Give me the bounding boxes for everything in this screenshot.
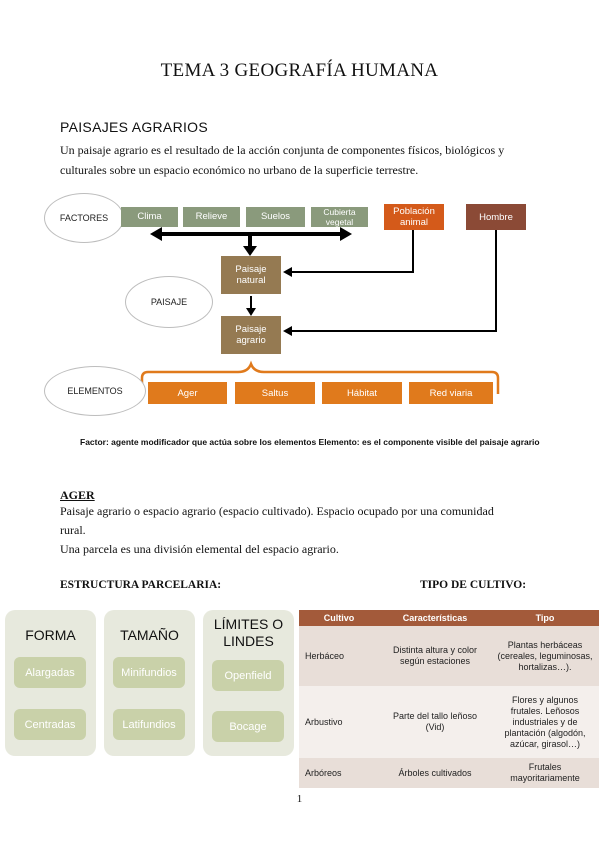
page-number: 1 <box>296 793 303 805</box>
ager-line-3: Una parcela es una división elemental de… <box>60 542 339 556</box>
paisajes-line-1: Un paisaje agrario es el resultado de la… <box>60 143 505 157</box>
panel-forma: FORMA Alargadas Centradas <box>5 610 96 756</box>
elements-bracket <box>140 360 500 394</box>
cultivo-table: Cultivo Características Tipo Herbáceo Di… <box>299 610 599 788</box>
table-header-row: Cultivo Características Tipo <box>299 610 599 626</box>
element-habitat: Hábitat <box>322 382 402 404</box>
page-title: TEMA 3 GEOGRAFÍA HUMANA <box>160 60 439 81</box>
cell-cultivo: Arbustivo <box>299 686 379 758</box>
limites-bocage: Bocage <box>212 711 284 742</box>
table-row: Herbáceo Distinta altura y color según e… <box>299 626 599 686</box>
cultivo-label: TIPO DE CULTIVO: <box>420 579 527 591</box>
panel-tamano-heading: TAMAÑO <box>120 627 179 643</box>
cell-cultivo: Herbáceo <box>299 626 379 686</box>
ager-line-2: rural. <box>60 523 86 537</box>
header-caracteristicas: Características <box>379 610 491 626</box>
ager-paragraph: Paisaje agrario o espacio agrario (espac… <box>60 502 548 559</box>
estructura-label: ESTRUCTURA PARCELARIA: <box>60 579 222 591</box>
forma-centradas: Centradas <box>14 709 86 740</box>
panel-limites-heading: LÍMITES O LINDES <box>213 616 284 649</box>
paisaje-natural-box: Paisaje natural <box>221 256 281 294</box>
element-red-viaria: Red viaria <box>409 382 493 404</box>
paisaje-ellipse: PAISAJE <box>125 276 213 328</box>
paisajes-paragraph: Un paisaje agrario es el resultado de la… <box>60 140 548 180</box>
cell-tipo: Frutales mayoritariamente <box>491 758 599 788</box>
panel-tamano: TAMAÑO Minifundios Latifundios <box>104 610 195 756</box>
tamano-minifundios: Minifundios <box>113 657 185 688</box>
header-tipo: Tipo <box>491 610 599 626</box>
factor-cubierta-vegetal: Cubierta vegetal <box>311 207 368 227</box>
tamano-latifundios: Latifundios <box>113 709 185 740</box>
paisaje-agrario-box: Paisaje agrario <box>221 316 281 354</box>
forma-alargadas: Alargadas <box>14 657 86 688</box>
cell-cultivo: Arbóreos <box>299 758 379 788</box>
panel-limites: LÍMITES O LINDES Openfield Bocage <box>203 610 294 756</box>
section-heading-paisajes: PAISAJES AGRARIOS <box>60 119 208 135</box>
factor-suelos: Suelos <box>246 207 305 227</box>
element-ager: Ager <box>148 382 227 404</box>
table-row: Arbustivo Parte del tallo leñoso (Vid) F… <box>299 686 599 758</box>
table-row: Arbóreos Árboles cultivados Frutales may… <box>299 758 599 788</box>
cell-tipo: Flores y algunos frutales. Leñosos indus… <box>491 686 599 758</box>
poblacion-animal-box: Población animal <box>384 204 444 230</box>
panel-forma-heading: FORMA <box>25 627 76 643</box>
factor-clima: Clima <box>121 207 178 227</box>
factor-relieve: Relieve <box>183 207 240 227</box>
paisajes-line-2: culturales sobre un espacio económico no… <box>60 163 419 177</box>
diagram-caption: Factor: agente modificador que actúa sob… <box>80 437 540 447</box>
header-cultivo: Cultivo <box>299 610 379 626</box>
factores-ellipse: FACTORES <box>44 193 124 243</box>
hombre-box: Hombre <box>466 204 526 230</box>
diagram-arrows <box>140 227 500 394</box>
ager-line-1: Paisaje agrario o espacio agrario (espac… <box>60 504 494 518</box>
element-saltus: Saltus <box>235 382 315 404</box>
limites-openfield: Openfield <box>212 660 284 691</box>
ager-heading: AGER <box>60 488 95 502</box>
cell-caracteristicas: Parte del tallo leñoso (Vid) <box>379 686 491 758</box>
cell-caracteristicas: Árboles cultivados <box>379 758 491 788</box>
cell-tipo: Plantas herbáceas (cereales, leguminosas… <box>491 626 599 686</box>
elementos-ellipse: ELEMENTOS <box>44 366 146 416</box>
cell-caracteristicas: Distinta altura y color según estaciones <box>379 626 491 686</box>
